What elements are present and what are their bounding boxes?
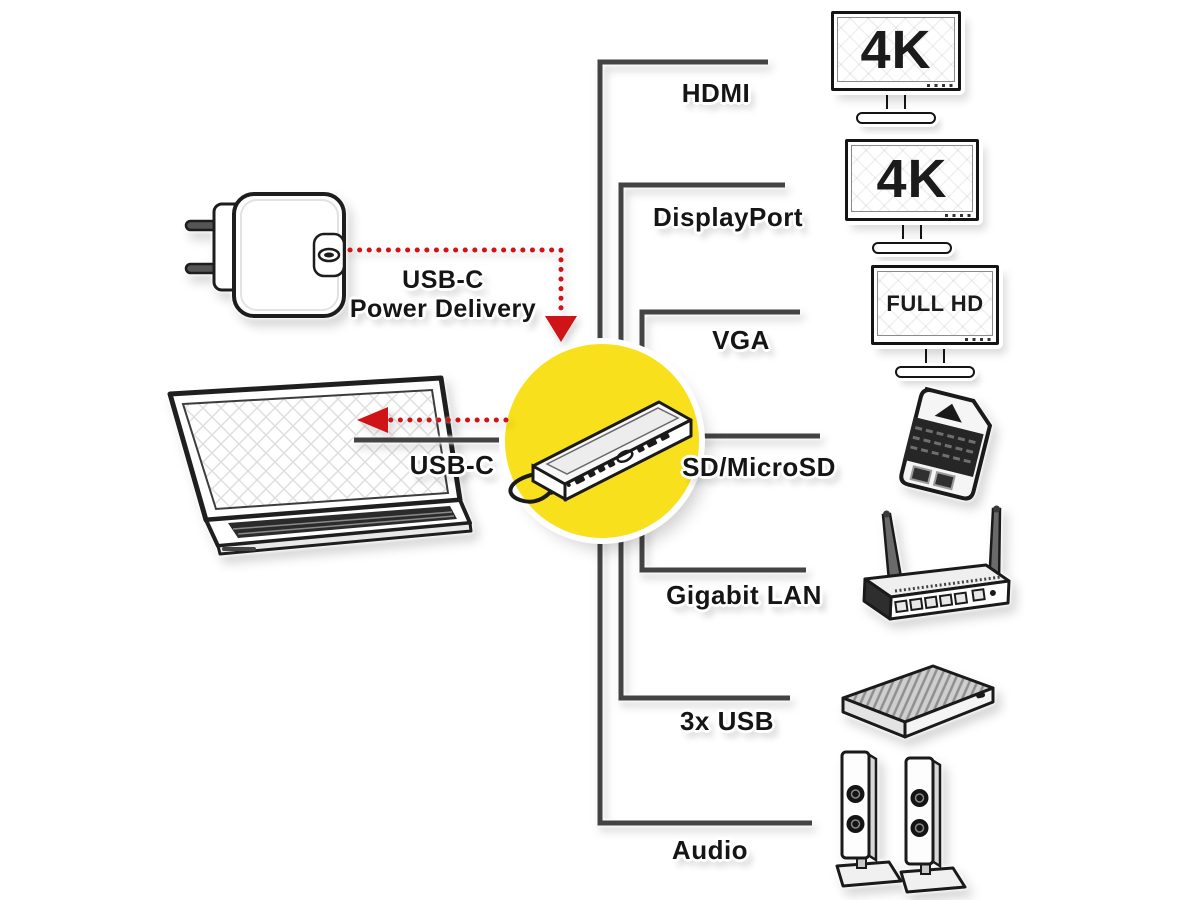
bezel-buttons: [945, 214, 971, 217]
monitor-stand-base: [895, 366, 975, 378]
monitor-stand-base: [856, 112, 936, 124]
bezel-buttons: [965, 338, 991, 341]
label-3x-usb: 3x USB: [679, 706, 775, 736]
label-power-delivery-line2: Power Delivery: [349, 295, 537, 323]
screen-resolution-text: 4K: [876, 148, 948, 209]
monitor-stand-base: [872, 242, 952, 254]
usb-c-dock-icon: [508, 400, 693, 504]
label-audio: Audio: [671, 835, 749, 865]
wire-hdmi: [597, 59, 768, 430]
screen-resolution-text: FULL HD: [886, 290, 984, 316]
monitor-vga: FULL HD: [871, 265, 999, 378]
speakers-icon: [835, 750, 967, 894]
bezel-buttons: [927, 84, 953, 87]
power-adapter-icon: [184, 192, 346, 318]
power-delivery-arrow-line: [347, 247, 564, 317]
label-laptop-usbc: USB-C: [409, 450, 495, 480]
label-vga: VGA: [712, 325, 770, 355]
wifi-router-icon: [862, 505, 1011, 621]
label-power-delivery-line1: USB-C: [402, 266, 484, 294]
monitor-screen: FULL HD: [877, 271, 993, 336]
wire-audio: [597, 460, 812, 826]
monitor-screen: 4K: [837, 17, 955, 82]
hub-circle: [505, 344, 699, 538]
sd-card-icon: [899, 386, 993, 501]
wire-usb: [618, 460, 790, 701]
monitor-displayport: 4K: [845, 139, 979, 254]
screen-resolution-text: 4K: [860, 19, 932, 80]
label-hdmi: HDMI: [681, 78, 751, 108]
arrow-head-left: [357, 407, 388, 433]
monitor-screen: 4K: [851, 145, 973, 212]
label-power-delivery: USB-C Power Delivery: [350, 266, 536, 324]
label-sd-microsd: SD/MicroSD: [682, 452, 836, 482]
arrow-head-down: [545, 316, 577, 342]
label-gigabit-lan: Gigabit LAN: [666, 580, 822, 610]
label-displayport: DisplayPort: [653, 202, 803, 232]
external-drive-icon: [841, 664, 995, 739]
monitor-hdmi: 4K: [831, 11, 961, 124]
